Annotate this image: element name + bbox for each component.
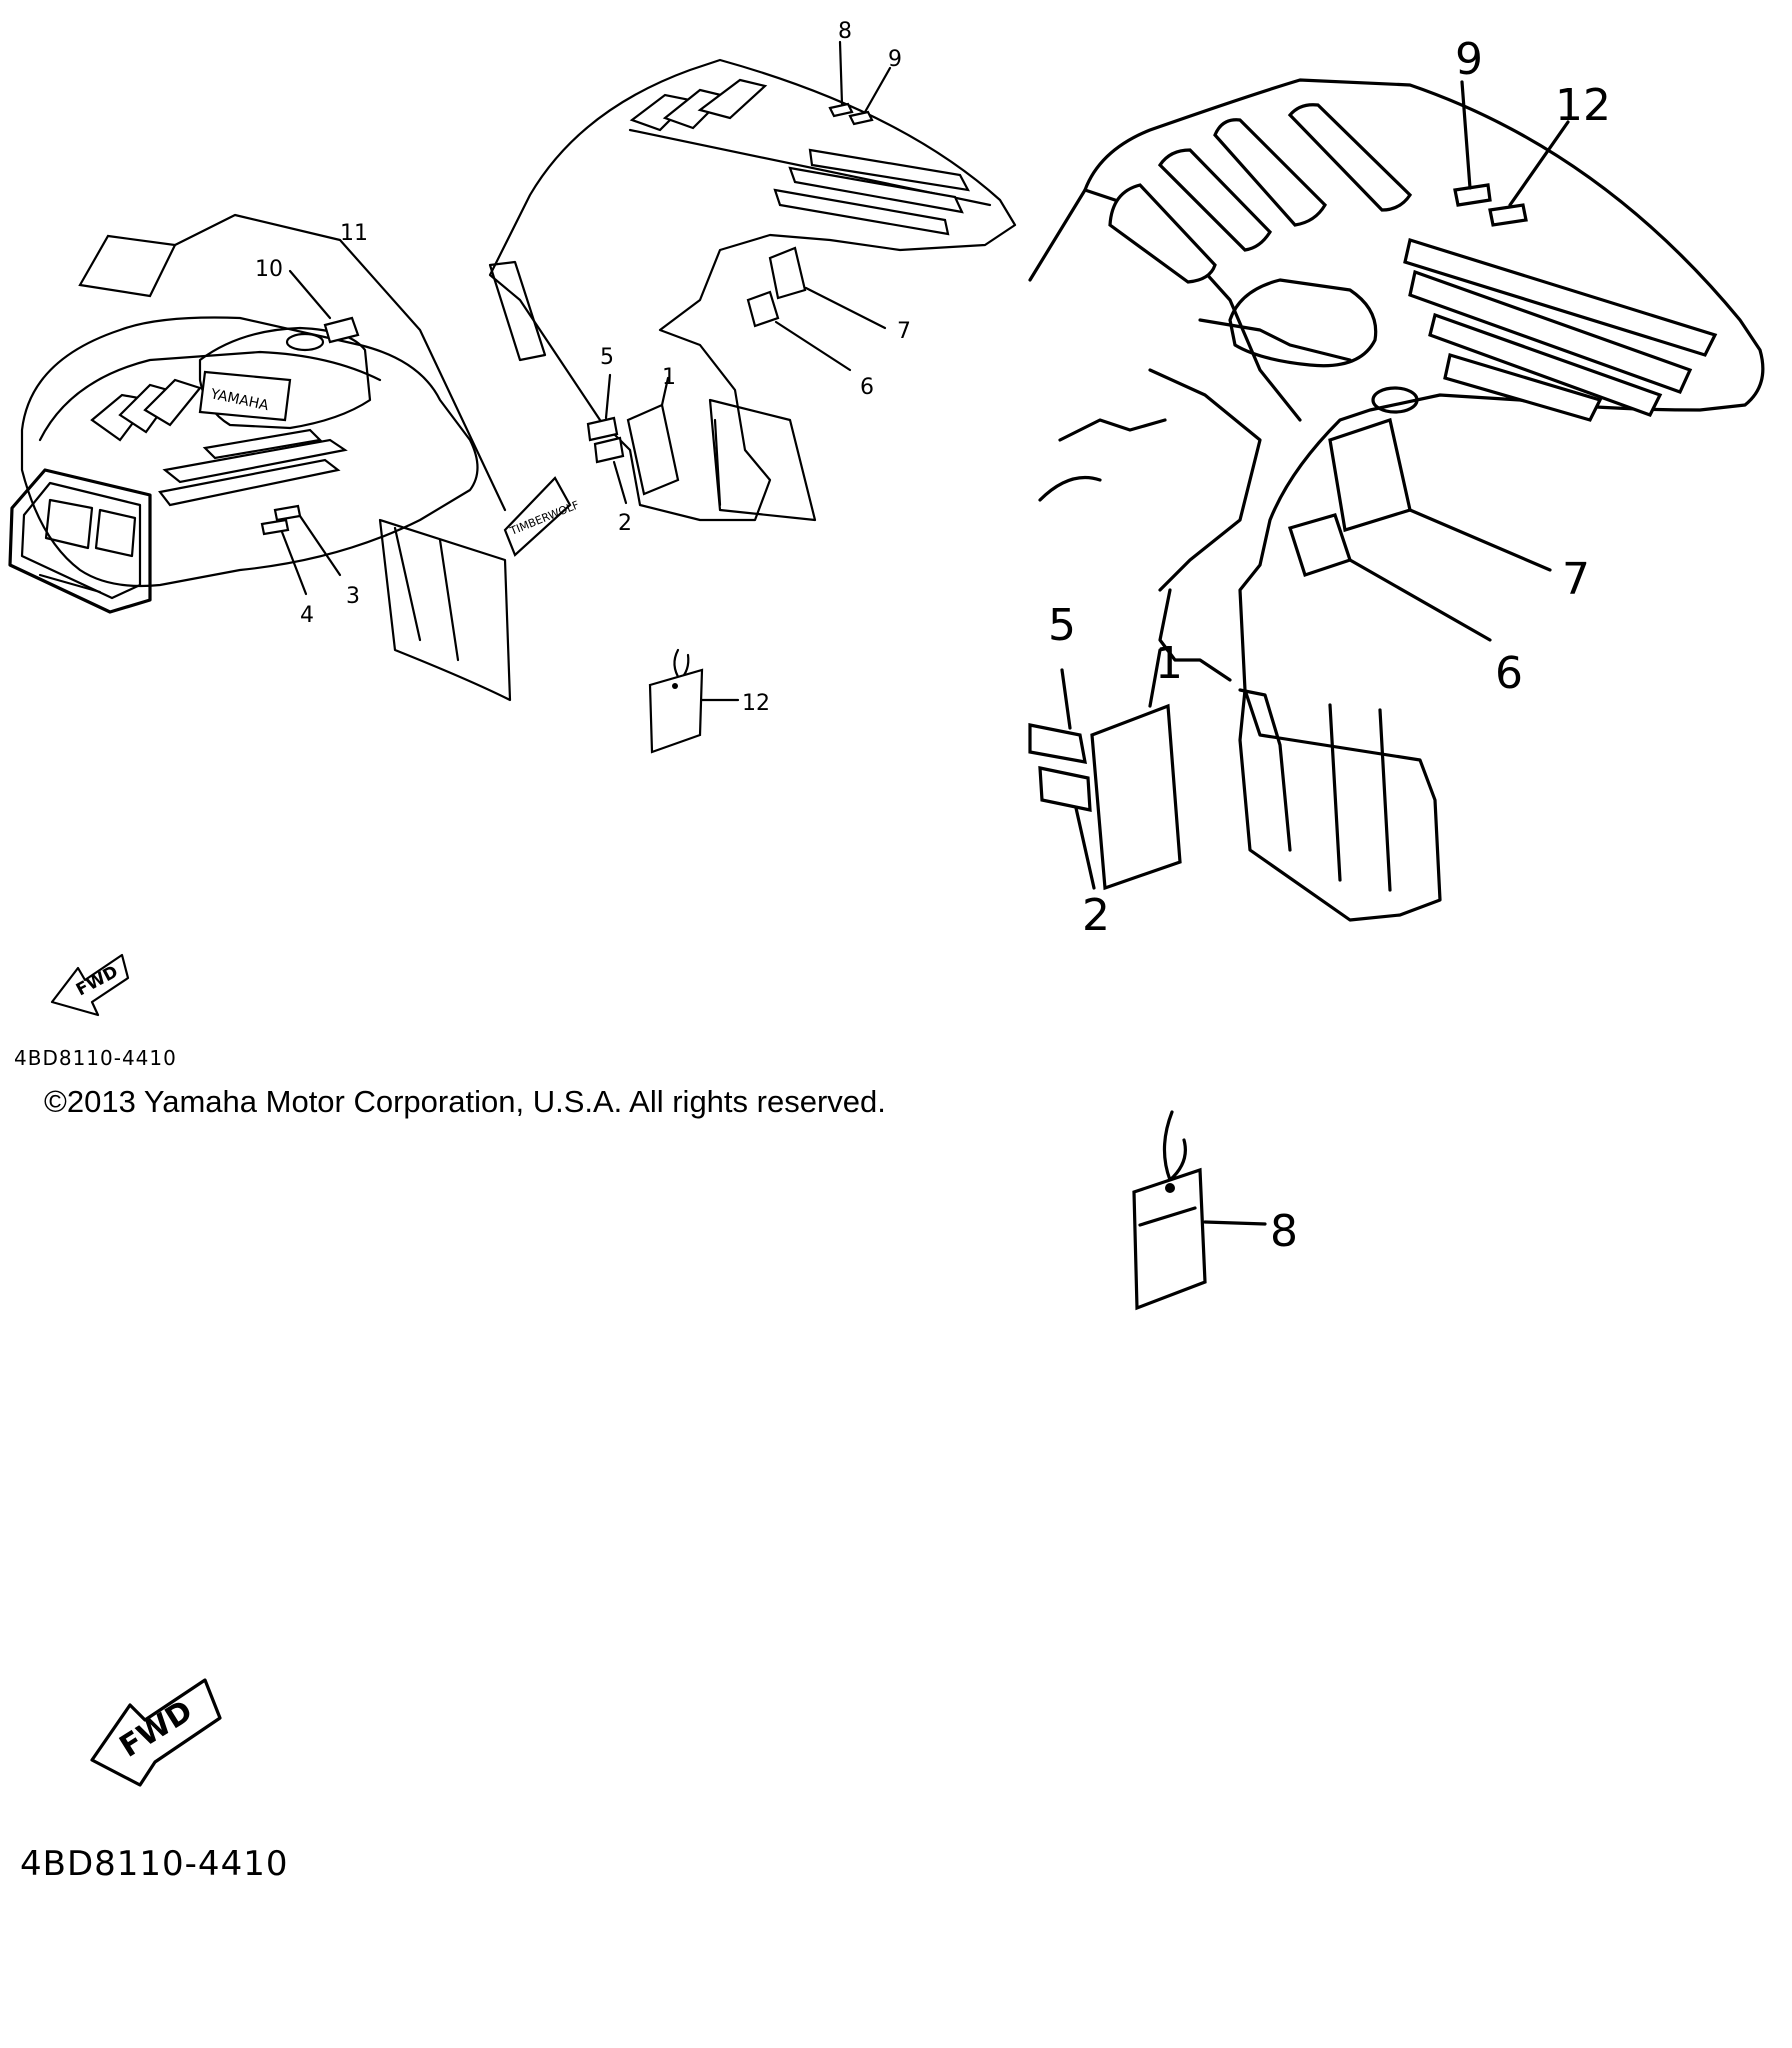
fwd-arrow-small: FWD <box>50 953 130 1017</box>
decal-8-zoom <box>1453 183 1492 207</box>
callout-5-small: 5 <box>600 345 614 370</box>
headlight-pod <box>8 468 152 614</box>
decal-1-zoom <box>1090 703 1182 891</box>
decal-8 <box>828 102 854 118</box>
callout-5-zoom: 5 <box>1048 600 1076 651</box>
decal-2 <box>593 436 625 464</box>
rear-rack-slats-zoom <box>1108 103 1718 422</box>
front-rack-slats <box>90 378 348 507</box>
timberwolf-decal: TIMBERWOLF <box>503 476 581 557</box>
callout-12-zoom: 8 <box>1270 1206 1298 1257</box>
callout-1-small: 1 <box>662 365 676 390</box>
yamaha-decal: YAMAHA <box>198 370 292 422</box>
callout-7-zoom: 7 <box>1562 554 1590 605</box>
callout-8-small: 8 <box>838 19 852 44</box>
decal-6-zoom <box>1287 513 1353 578</box>
callout-12-small: 12 <box>742 691 770 716</box>
decal-1 <box>626 403 680 496</box>
front-fender-assembly: YAMAHA TIMBERWOLF <box>8 213 581 702</box>
hang-tag-12-small <box>648 648 740 754</box>
decal-5 <box>586 416 619 442</box>
fwd-label-zoom: FWD <box>114 1694 199 1765</box>
diagram-code-small: 4BD8110-4410 <box>14 1046 177 1070</box>
decal-3 <box>273 504 302 522</box>
small-callouts: 8 9 11 10 7 6 5 1 2 3 4 12 <box>255 19 911 716</box>
callout-3-small: 3 <box>346 584 360 609</box>
loose-decals-zoom <box>1028 648 1182 891</box>
decal-10 <box>323 316 360 344</box>
callout-4-small: 4 <box>300 603 314 628</box>
decal-9-zoom <box>1488 203 1528 227</box>
decal-7-zoom <box>1328 417 1412 533</box>
callout-6-zoom: 6 <box>1495 648 1523 699</box>
diagram-code-zoom: 4BD8110-4410 <box>20 1844 289 1884</box>
hang-tag-12-zoom <box>1132 1110 1267 1311</box>
decal-9 <box>848 110 874 126</box>
callout-8-zoom: 9 <box>1455 34 1483 85</box>
decal-11 <box>78 234 177 298</box>
callout-9-zoom: 12 <box>1555 80 1611 131</box>
decal-7 <box>768 246 807 300</box>
callout-1-zoom: 1 <box>1155 638 1183 689</box>
rear-rack-slats-small <box>629 78 971 236</box>
rear-fender-zoom <box>1028 78 1765 922</box>
copyright-notice: ©2013 Yamaha Motor Corporation, U.S.A. A… <box>44 1084 886 1119</box>
callout-2-zoom: 2 <box>1082 890 1110 941</box>
loose-decals-small <box>586 373 680 505</box>
decal-5-zoom <box>1028 723 1087 764</box>
rear-fender-small <box>488 40 1017 522</box>
zoom-callouts: 9 12 7 6 5 1 2 8 <box>1048 34 1611 1257</box>
fwd-arrow-zoom: FWD <box>90 1678 222 1787</box>
callout-7-small: 7 <box>897 319 911 344</box>
callout-10-small: 10 <box>255 257 283 282</box>
callout-2-small: 2 <box>618 511 632 536</box>
callout-9-small: 9 <box>888 47 902 72</box>
callout-11-small: 11 <box>340 221 368 246</box>
fwd-label-small: FWD <box>73 962 122 1001</box>
decal-4 <box>260 518 290 536</box>
callout-6-small: 6 <box>860 375 874 400</box>
decal-2-zoom <box>1038 766 1092 812</box>
decal-6 <box>746 290 780 328</box>
